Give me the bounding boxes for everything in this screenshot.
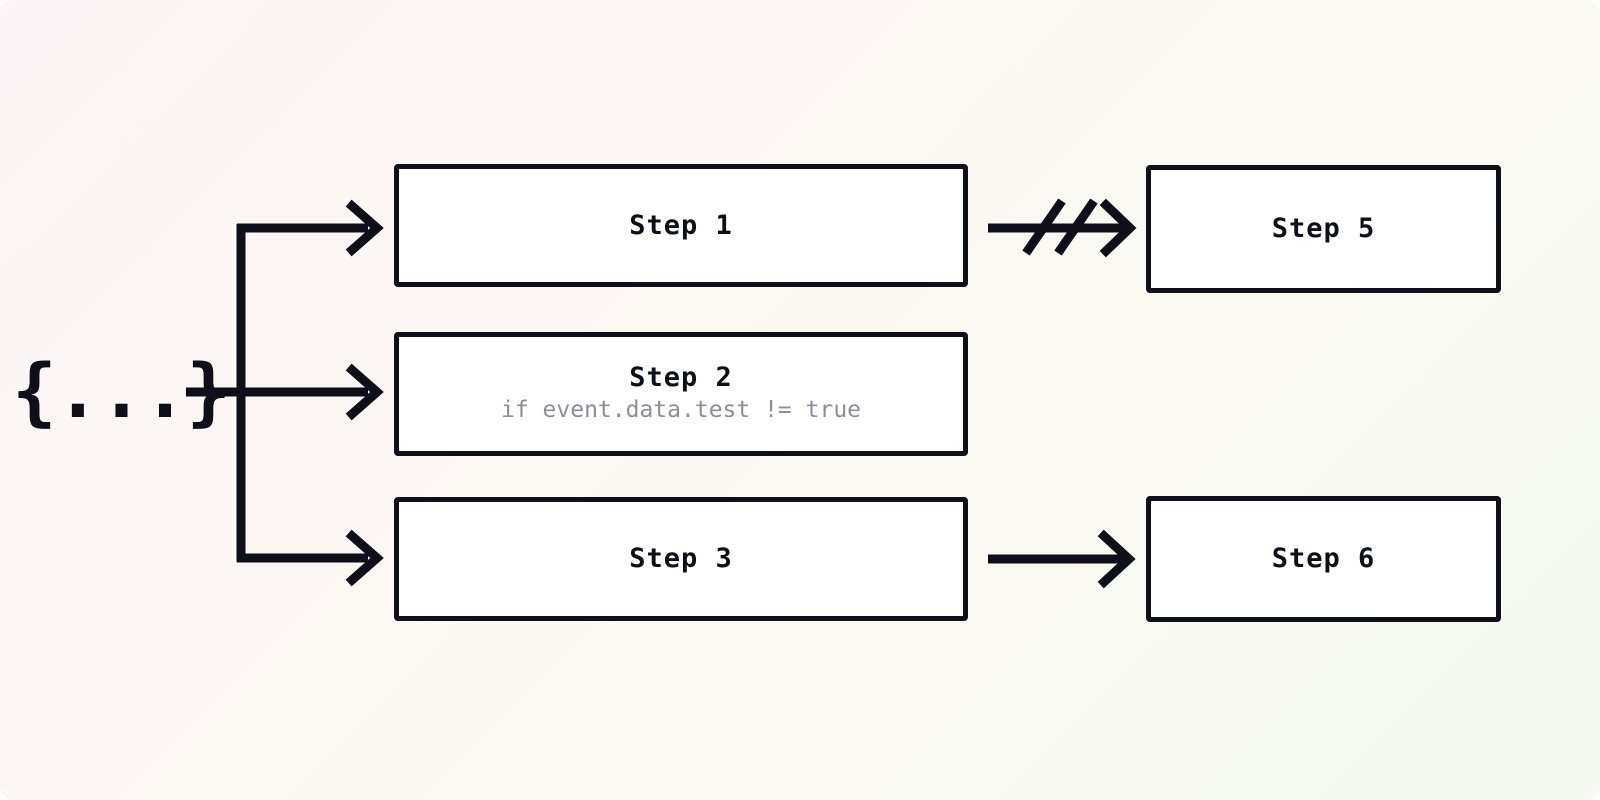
arrowhead-step5 xyxy=(1099,198,1137,258)
step-box-step3[interactable]: Step 3 xyxy=(394,497,968,621)
arrowhead-step2 xyxy=(345,363,384,421)
step-box-step2[interactable]: Step 2 if event.data.test != true xyxy=(394,332,968,456)
skip-slash-2-icon xyxy=(1054,198,1098,256)
step-title: Step 3 xyxy=(629,543,733,575)
source-payload-node[interactable]: {...} xyxy=(12,349,231,435)
step-box-step5[interactable]: Step 5 xyxy=(1146,165,1501,293)
step-title: Step 5 xyxy=(1271,213,1376,245)
step-title: Step 1 xyxy=(629,209,733,241)
step-condition-expression: if event.data.test != true xyxy=(500,396,862,423)
skip-slash-1-icon xyxy=(1022,198,1066,256)
step-box-step6[interactable]: Step 6 xyxy=(1146,496,1501,622)
step-title: Step 2 xyxy=(629,362,733,394)
arrowhead-step3 xyxy=(345,529,384,587)
arrowhead-step1 xyxy=(345,199,384,257)
arrowhead-step6 xyxy=(1097,529,1136,589)
step-box-step1[interactable]: Step 1 xyxy=(394,164,968,287)
step-title: Step 6 xyxy=(1271,543,1376,575)
